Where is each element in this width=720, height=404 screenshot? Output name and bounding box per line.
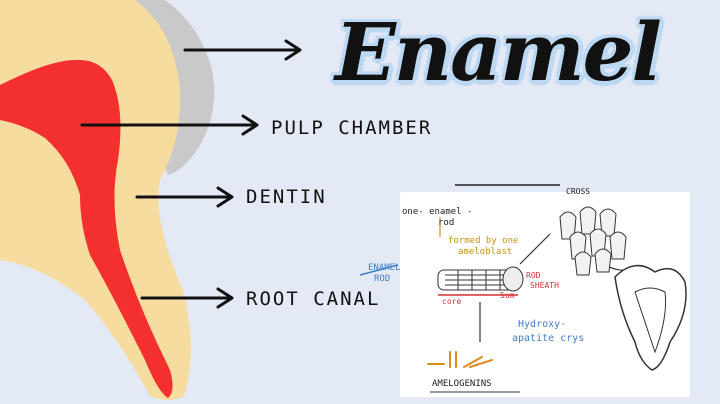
title-enamel: Enamel [335, 5, 662, 99]
arrow-root-canal [140, 287, 234, 309]
arrow-dentin [135, 186, 234, 208]
label-root-canal: ROOT CANAL [246, 288, 381, 310]
small-tooth-outline-icon [614, 264, 687, 371]
text-rod-sheath-line1: ROD [526, 271, 541, 280]
cross-section-rods [559, 206, 627, 276]
small-tooth-pulp [634, 287, 666, 354]
text-rod-sheath-line2: SHEATH [530, 281, 559, 290]
inset-sketch-drawing [427, 206, 687, 393]
text-rod: rod [438, 218, 455, 228]
text-enamel-rod-box-line2: ROD [374, 274, 391, 284]
rod-end-cap [502, 266, 524, 292]
text-hydroxy: Hydroxy- [518, 319, 567, 330]
arrow-pulp-chamber [80, 114, 259, 136]
text-apatite-crys: apatite crys [512, 333, 585, 344]
text-enamel-rod-box-line1: ENAMEL [368, 263, 401, 273]
text-ameloblast: ameloblast [458, 247, 513, 257]
text-amelogenins: AMELOGENINS [432, 379, 492, 389]
text-5um: 5um [500, 291, 515, 300]
text-core: core [442, 297, 462, 306]
text-one-enamel-rod: one- enamel - [402, 207, 473, 217]
label-dentin: DENTIN [246, 186, 327, 208]
amelogenin-strokes [427, 351, 493, 368]
enamel-rod-sketch-inset: one- enamel - rod formed by one amelobla… [368, 187, 690, 397]
text-cross: CROSS [566, 187, 591, 196]
enamel-connector-line [359, 264, 399, 276]
pulp-chamber-and-root-canal [0, 59, 173, 398]
arrow-enamel [183, 39, 302, 61]
label-pulp-chamber: PULP CHAMBER [271, 117, 433, 139]
enamel-rod-bundle [437, 269, 514, 291]
text-formed-by-one: formed by one [448, 236, 519, 246]
arrow-rod-to-cross [519, 233, 551, 265]
